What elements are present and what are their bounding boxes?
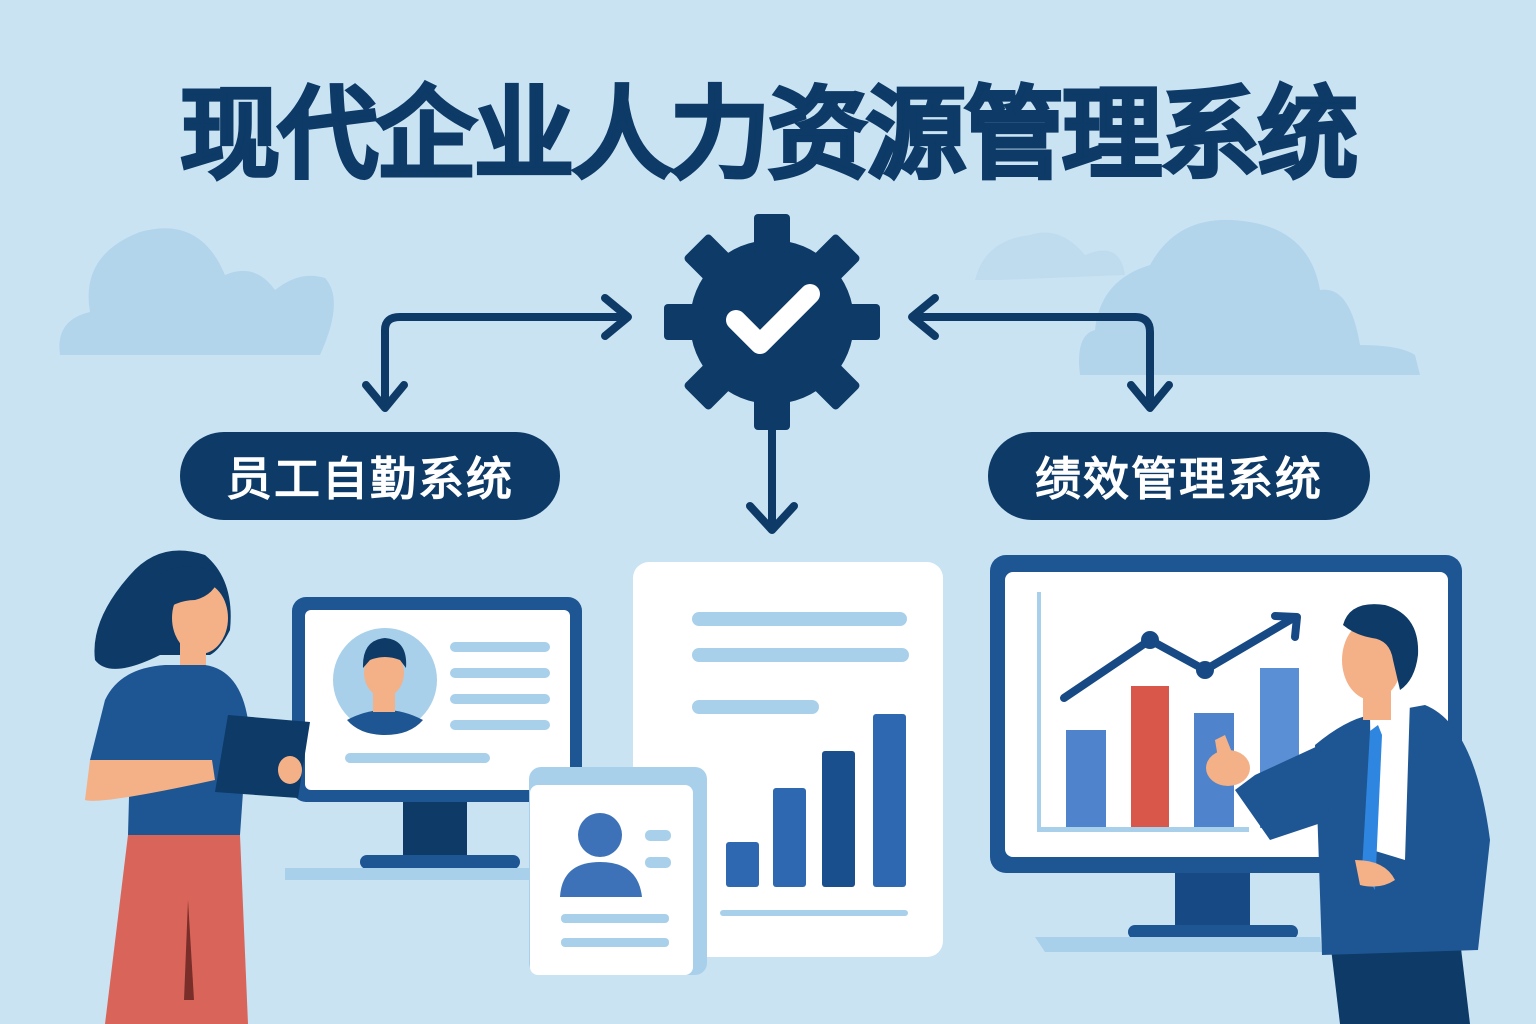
- arrow-down-connector-icon: [746, 411, 798, 534]
- cloud-right-icon: [975, 219, 1420, 375]
- performance-management-label: 绩效管理系统: [1035, 452, 1323, 506]
- avatar-icon: [333, 628, 437, 735]
- employee-profile-monitor: [285, 597, 585, 880]
- user-icon: [560, 813, 642, 897]
- arrow-right-connector-icon: [908, 294, 1173, 412]
- profile-text-lines: [345, 642, 550, 763]
- employee-id-card: [529, 767, 707, 975]
- arrow-left-connector-icon: [362, 294, 632, 412]
- employee-self-service-badge[interactable]: 员工自勤系统: [180, 432, 560, 520]
- document-bar-chart: [726, 714, 906, 887]
- cloud-left-icon: [59, 228, 334, 355]
- gear-check-icon: [664, 214, 880, 430]
- employee-self-service-label: 员工自勤系统: [226, 452, 514, 506]
- businessman-presenting-illustration: [1206, 604, 1490, 1024]
- trend-line-arrow-icon: [1060, 612, 1301, 702]
- document-text-lines: [692, 612, 909, 916]
- performance-management-badge[interactable]: 绩效管理系统: [988, 432, 1370, 520]
- report-document: [633, 562, 943, 957]
- page-title: 现代企业人力资源管理系统: [179, 75, 1360, 195]
- performance-bar-chart: [1037, 592, 1301, 832]
- woman-with-tablet-illustration: [85, 550, 310, 1024]
